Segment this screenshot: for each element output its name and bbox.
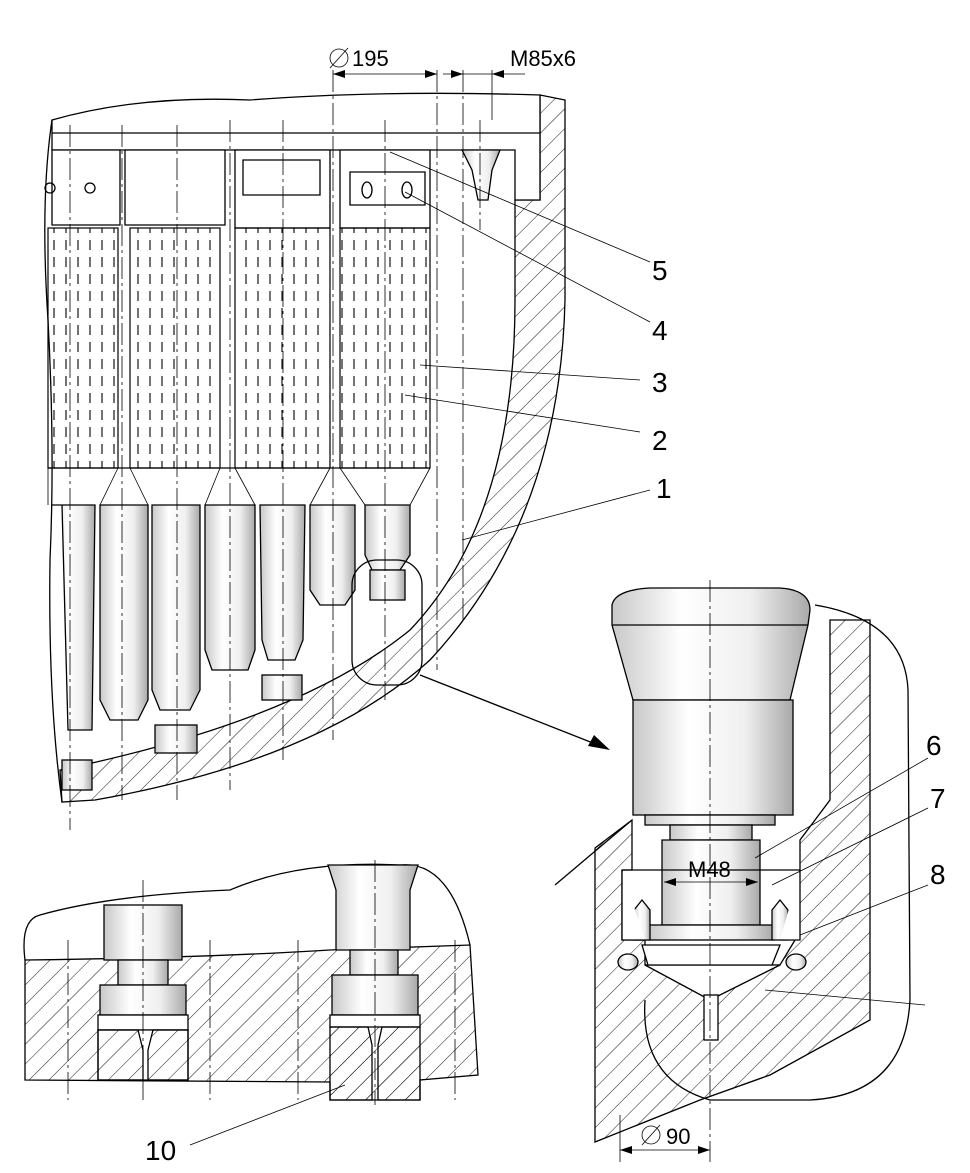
top-dimensions: 195 M85x6	[329, 46, 576, 120]
diameter-symbol-icon	[329, 48, 349, 68]
thread-m48-label: M48	[688, 857, 731, 882]
callout-5: 5	[652, 255, 668, 286]
leader-lines-main	[389, 151, 651, 541]
thread-m85-label: M85x6	[510, 46, 576, 71]
diameter-symbol-icon	[641, 1125, 661, 1145]
nozzle-body	[632, 699, 794, 816]
bolt-hole-icon	[361, 181, 373, 199]
callout-10: 10	[145, 1135, 176, 1166]
filter-elements	[47, 227, 431, 469]
detail-outline	[644, 604, 911, 1101]
callout-3: 3	[652, 367, 668, 398]
callout-1: 1	[656, 473, 672, 504]
diameter-195-label: 195	[352, 46, 389, 71]
bolt-hole-icon	[401, 181, 413, 199]
plate-top-outline	[23, 863, 471, 961]
nut-m48	[661, 839, 761, 926]
arrow-head-icon	[588, 735, 610, 750]
filter-nozzles	[47, 467, 431, 791]
nozzle-head	[611, 587, 811, 701]
callout-4: 4	[652, 315, 668, 346]
bottom-left-section-view: 10	[23, 860, 479, 1166]
detail-marker	[351, 559, 423, 686]
cylinder-heads	[44, 149, 501, 229]
callout-6: 6	[926, 730, 942, 761]
detail-arrow	[419, 674, 599, 746]
detail-view: M48 90 6 7 8	[554, 580, 946, 1162]
main-section-view: 195 M85x6 5 4 3 2 1	[44, 46, 672, 830]
centre-lines	[69, 70, 481, 830]
top-plate	[51, 92, 541, 201]
callout-2: 2	[652, 425, 668, 456]
callout-7: 7	[930, 783, 946, 814]
callout-8: 8	[930, 859, 946, 890]
diameter-90-label: 90	[666, 1124, 690, 1149]
